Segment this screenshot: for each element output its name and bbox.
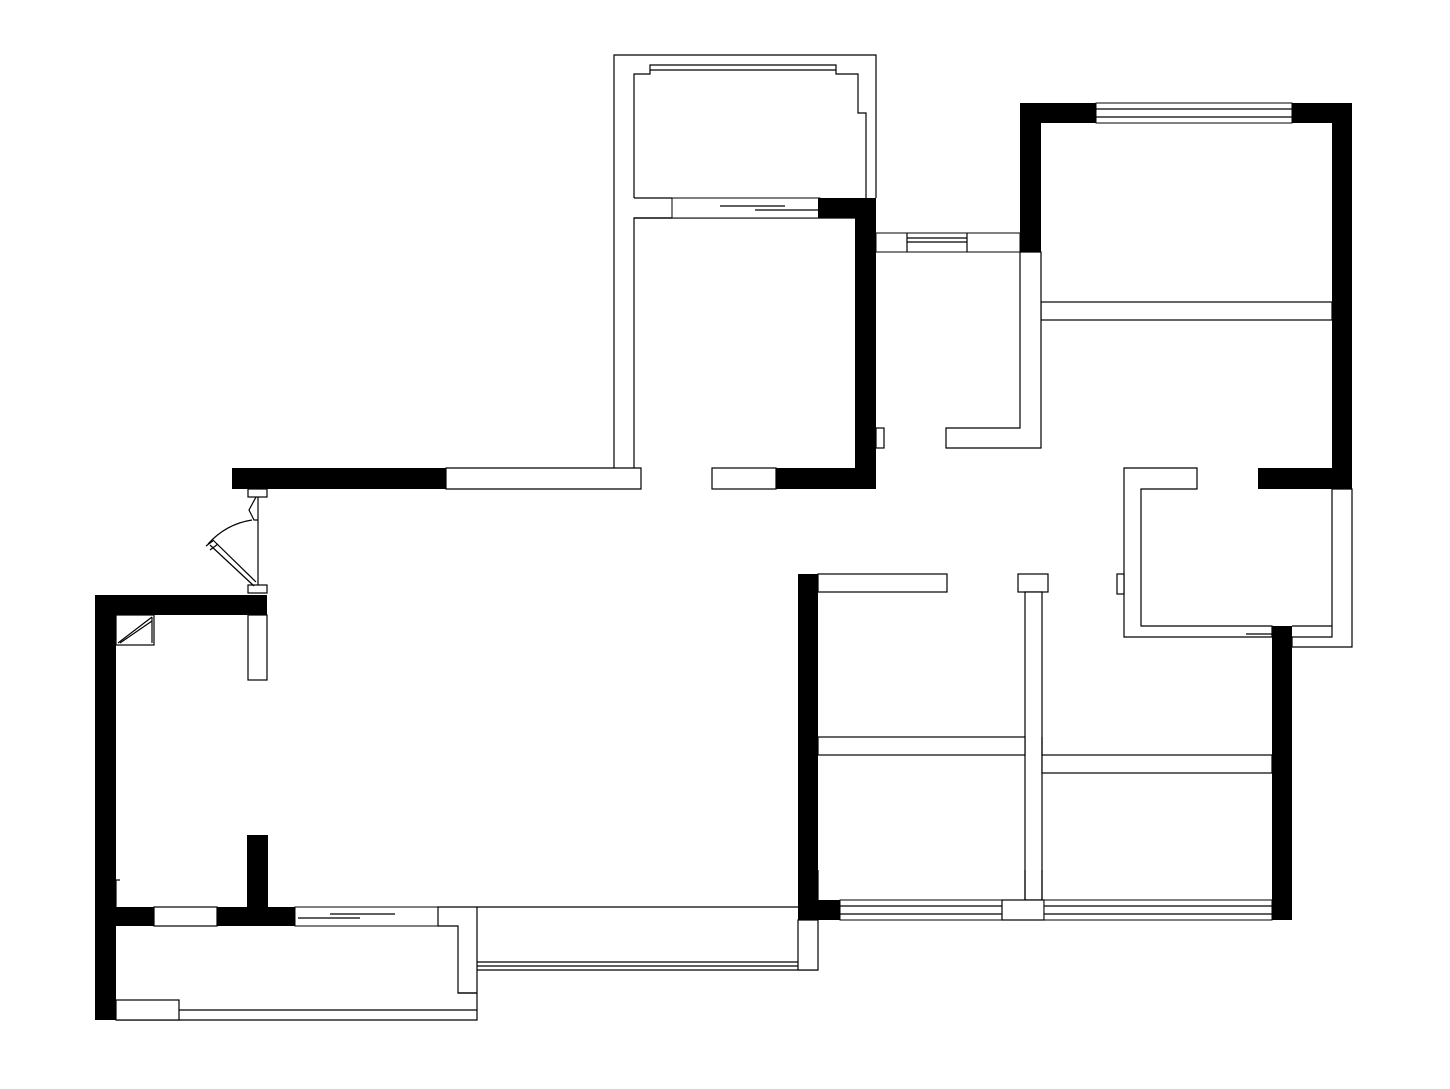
kitchen-door-opening bbox=[153, 906, 218, 927]
bathroom-fixture bbox=[1116, 573, 1125, 595]
top-room-inner-outline bbox=[633, 64, 867, 468]
window-frame bbox=[797, 919, 819, 971]
door-handle bbox=[209, 543, 219, 551]
door-jamb bbox=[875, 427, 885, 449]
bedroom-bottom-windows bbox=[839, 899, 1273, 921]
structural-wall-bedroom-top bbox=[1020, 103, 1096, 252]
structural-wall-bedroom-right bbox=[1272, 626, 1292, 920]
window-frame bbox=[1043, 899, 1273, 921]
door-leaf bbox=[209, 544, 255, 587]
partition-wall-bathroom-right bbox=[1291, 488, 1353, 648]
structural-wall-column bbox=[247, 835, 268, 907]
door-swing-arc bbox=[207, 519, 253, 545]
structural-wall-kitchen bbox=[217, 907, 295, 926]
door-hinge bbox=[248, 496, 258, 521]
structural-wall-bedroom-corner bbox=[818, 900, 840, 920]
bedroom-window bbox=[1095, 102, 1293, 124]
structural-wall-bedroom-left bbox=[798, 574, 818, 920]
window-mullion bbox=[1001, 899, 1045, 921]
top-middle-room bbox=[613, 54, 877, 468]
partition-wall-bathroom bbox=[1123, 467, 1273, 638]
partition-wall-entry-top bbox=[445, 467, 642, 490]
door-jamb-top bbox=[247, 488, 268, 498]
window-frame bbox=[839, 899, 1003, 921]
door-jamb-bottom bbox=[247, 584, 268, 594]
shaft-diagonal bbox=[117, 616, 153, 644]
corridor-window bbox=[875, 232, 1021, 253]
shaft bbox=[115, 614, 155, 646]
top-room-outer-outline bbox=[613, 54, 877, 468]
kitchen-outline bbox=[116, 906, 478, 1021]
partition-wall-bedroom-top bbox=[817, 573, 948, 593]
living-room-window bbox=[477, 906, 819, 971]
kitchen-sliding-door bbox=[294, 906, 439, 927]
door-leaf bbox=[213, 540, 257, 583]
partition-wall-stub bbox=[711, 467, 777, 490]
partition-column bbox=[1017, 573, 1049, 593]
structural-wall-left bbox=[95, 595, 267, 1020]
partition-wall-between-bedrooms bbox=[1024, 591, 1043, 901]
partition-wall-bedroom bbox=[945, 251, 1042, 449]
structural-wall-entry-top bbox=[232, 468, 446, 489]
top-room-sliding-door bbox=[671, 197, 821, 219]
structural-wall-top-middle bbox=[776, 198, 876, 489]
door-handle bbox=[205, 539, 215, 547]
wardrobe-right bbox=[1041, 754, 1273, 774]
wardrobe bbox=[1040, 301, 1333, 321]
entry-door bbox=[205, 488, 268, 594]
structural-wall-bedroom-right bbox=[1258, 103, 1352, 489]
wardrobe-left bbox=[817, 736, 1026, 756]
shaft-diagonal bbox=[119, 620, 153, 644]
partition-wall-stub bbox=[247, 614, 268, 681]
kitchen-counter bbox=[115, 999, 180, 1021]
structural-wall-kitchen bbox=[116, 907, 154, 926]
